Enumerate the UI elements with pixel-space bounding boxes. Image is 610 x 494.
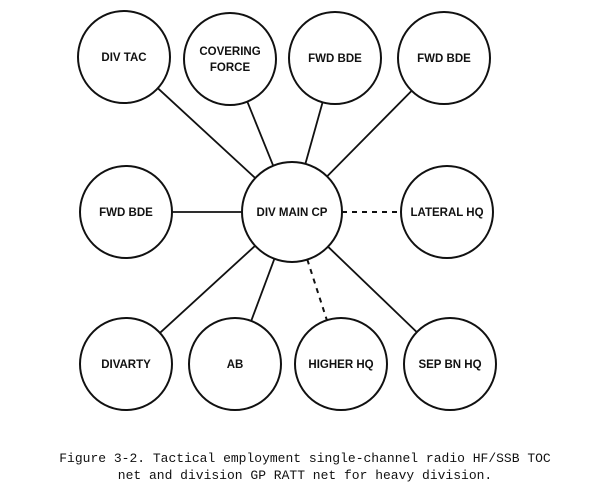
node-circle (288, 11, 382, 105)
node-circle (400, 165, 494, 259)
node-circle (241, 161, 343, 263)
node-circle (79, 165, 173, 259)
link-ab (250, 258, 276, 322)
nodes-layer: DIV MAIN CP DIV TAC COVERING FORCE FWD BDE FW… (77, 10, 497, 411)
link-higher-hq-dashed (306, 259, 328, 321)
node-circle (294, 317, 388, 411)
link-fwd-bde-top-2 (326, 90, 413, 178)
node-label: FORCE (210, 62, 251, 74)
link-fwd-bde-top-1 (304, 102, 324, 165)
node-label: DIVARTY (101, 359, 151, 371)
node-higher-hq: HIGHER HQ (294, 317, 388, 411)
node-label: HIGHER HQ (308, 359, 373, 371)
node-covering-force: COVERING FORCE (183, 12, 277, 106)
node-fwd-bde-left: FWD BDE (79, 165, 173, 259)
caption-line-1: Figure 3-2. Tactical employment single-c… (59, 451, 551, 466)
link-sep-bn-hq (327, 246, 418, 333)
link-covering-force (246, 101, 275, 167)
node-fwd-bde-top-2: FWD BDE (397, 11, 491, 105)
links-layer (157, 87, 418, 334)
node-label: FWD BDE (417, 53, 471, 65)
node-label: SEP BN HQ (418, 359, 481, 371)
link-div-tac (157, 87, 256, 179)
link-divarty (159, 245, 256, 334)
node-circle (397, 11, 491, 105)
node-fwd-bde-top-1: FWD BDE (288, 11, 382, 105)
node-divarty: DIVARTY (79, 317, 173, 411)
node-sep-bn-hq: SEP BN HQ (403, 317, 497, 411)
node-circle (79, 317, 173, 411)
figure-caption: Figure 3-2. Tactical employment single-c… (0, 450, 610, 484)
node-label: DIV MAIN CP (257, 207, 328, 219)
node-lateral-hq: LATERAL HQ (400, 165, 494, 259)
caption-line-2: net and division GP RATT net for heavy d… (117, 468, 493, 483)
node-div-main-cp: DIV MAIN CP (241, 161, 343, 263)
node-label: DIV TAC (101, 52, 146, 64)
node-circle (77, 10, 171, 104)
node-circle (403, 317, 497, 411)
node-label: AB (227, 359, 244, 371)
node-label: FWD BDE (308, 53, 362, 65)
node-ab: AB (188, 317, 282, 411)
node-circle (183, 12, 277, 106)
node-label: COVERING (199, 46, 260, 58)
node-label: FWD BDE (99, 207, 153, 219)
node-div-tac: DIV TAC (77, 10, 171, 104)
node-circle (188, 317, 282, 411)
node-label: LATERAL HQ (410, 207, 483, 219)
